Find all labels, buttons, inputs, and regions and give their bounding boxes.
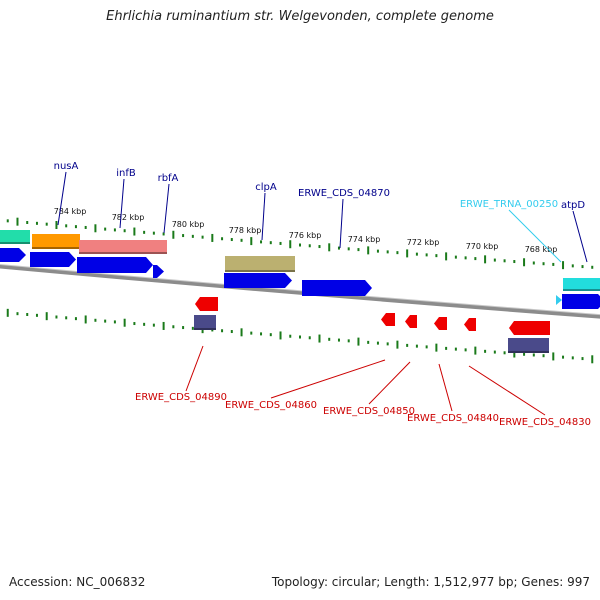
feature-bar-cyan-shade xyxy=(563,289,600,291)
cds-arrow-reverse xyxy=(195,297,218,311)
gene-leader-line xyxy=(163,183,170,234)
kbp-label: 782 kbp xyxy=(112,213,145,222)
kbp-label: 770 kbp xyxy=(466,242,499,251)
feature-bar-orange xyxy=(32,234,80,249)
gene-label: ERWE_CDS_04860 xyxy=(225,400,317,411)
gene-leader-line xyxy=(468,365,546,416)
feature-bar-teal-shade xyxy=(0,242,30,244)
kbp-label: 784 kbp xyxy=(54,207,87,216)
kbp-label: 768 kbp xyxy=(525,245,558,254)
cds-arrow-forward xyxy=(153,265,164,278)
gene-label: infB xyxy=(116,168,136,179)
gene-leader-line xyxy=(572,210,588,263)
gene-leader-line xyxy=(57,171,67,226)
gene-leader-line xyxy=(368,361,411,405)
gene-leader-line xyxy=(119,178,125,229)
feature-bar-indigo-shade xyxy=(194,328,216,330)
feature-bar-salmon xyxy=(79,240,167,254)
topology-label: Topology: circular; Length: 1,512,977 bp… xyxy=(271,575,590,589)
feature-bar-cyan xyxy=(563,278,600,291)
kbp-label: 778 kbp xyxy=(229,226,262,235)
cds-arrow-reverse xyxy=(381,313,395,326)
cds-arrow-forward xyxy=(562,294,600,309)
cds-arrow-reverse xyxy=(509,321,550,335)
feature-bar-olive-shade xyxy=(225,270,295,272)
feature-bar-orange-shade xyxy=(32,247,80,249)
gene-label: clpA xyxy=(255,182,277,193)
gene-label: ERWE_TRNA_00250 xyxy=(460,199,558,210)
gene-label: nusA xyxy=(54,161,79,172)
kbp-label: 774 kbp xyxy=(348,235,381,244)
gene-leader-line xyxy=(508,209,562,263)
trna-arrow xyxy=(556,295,562,305)
gene-label: ERWE_CDS_04840 xyxy=(407,413,499,424)
gene-label: ERWE_CDS_04850 xyxy=(323,406,415,417)
feature-bar-salmon-shade xyxy=(79,252,167,254)
cds-arrow-forward xyxy=(302,280,372,296)
cds-arrow-forward xyxy=(0,248,26,262)
cds-arrow-reverse xyxy=(464,318,476,331)
gene-label: ERWE_CDS_04870 xyxy=(298,188,390,199)
feature-bar-teal xyxy=(0,230,30,244)
gene-label: atpD xyxy=(561,200,585,211)
gene-leader-line xyxy=(185,345,204,392)
gene-leader-line xyxy=(261,192,266,241)
feature-bar-olive xyxy=(225,256,295,272)
genome-backbone xyxy=(0,264,600,319)
kbp-label: 776 kbp xyxy=(289,231,322,240)
cds-arrow-forward xyxy=(30,252,76,267)
feature-bar-indigo xyxy=(194,315,216,330)
gene-leader-line xyxy=(270,359,386,399)
cds-arrow-forward xyxy=(224,273,292,288)
gene-label: ERWE_CDS_04890 xyxy=(135,392,227,403)
accession-label: Accession: NC_006832 xyxy=(9,575,146,589)
gene-leader-line xyxy=(339,198,344,249)
gene-label: rbfA xyxy=(158,173,179,184)
genome-title: Ehrlichia ruminantium str. Welgevonden, … xyxy=(106,9,494,24)
cds-arrow-forward xyxy=(77,257,153,273)
feature-bar-indigo-shade xyxy=(508,351,549,353)
kbp-label: 772 kbp xyxy=(407,238,440,247)
cds-arrow-reverse xyxy=(405,315,417,328)
gene-leader-line xyxy=(438,363,453,412)
gene-label: ERWE_CDS_04830 xyxy=(499,417,591,428)
feature-bar-indigo xyxy=(508,338,549,353)
kbp-label: 780 kbp xyxy=(172,220,205,229)
cds-arrow-reverse xyxy=(434,317,447,330)
